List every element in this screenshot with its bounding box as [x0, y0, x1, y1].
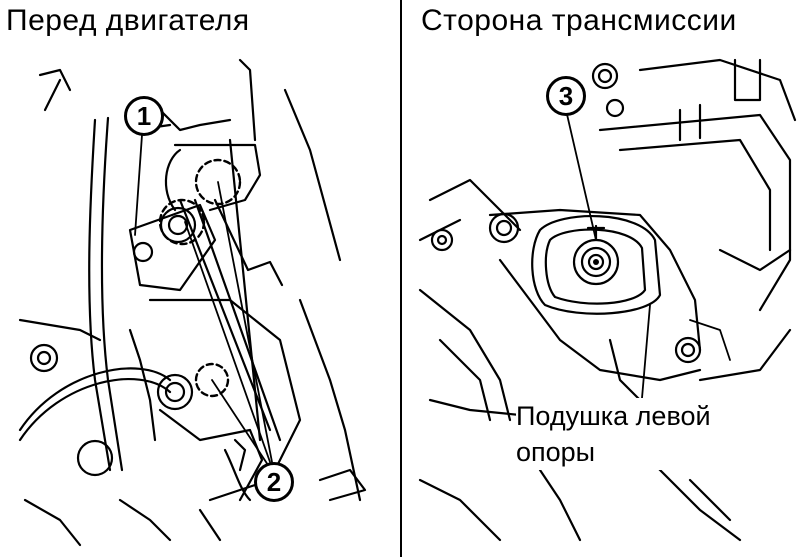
caption-line-2: опоры: [516, 437, 596, 467]
mount-cushion-caption: Подушка левой опоры: [516, 398, 715, 470]
left-panel-title: Перед двигателя: [6, 4, 250, 37]
transmission-mount-bolt: [593, 259, 599, 265]
callout-1: 1: [124, 96, 164, 136]
transmission-side-drawing: [418, 58, 797, 542]
callout-2: 2: [254, 462, 294, 502]
dashed-highlight-circles: [158, 158, 242, 398]
left-leader-lines: [134, 134, 273, 466]
right-leader-lines: [565, 109, 731, 399]
panel-divider: [400, 0, 402, 557]
right-panel-title: Сторона трансмиссии: [421, 4, 737, 37]
caption-line-1: Подушка левой: [516, 401, 711, 431]
callout-3: 3: [546, 76, 586, 116]
engine-front-drawing: [18, 58, 367, 547]
